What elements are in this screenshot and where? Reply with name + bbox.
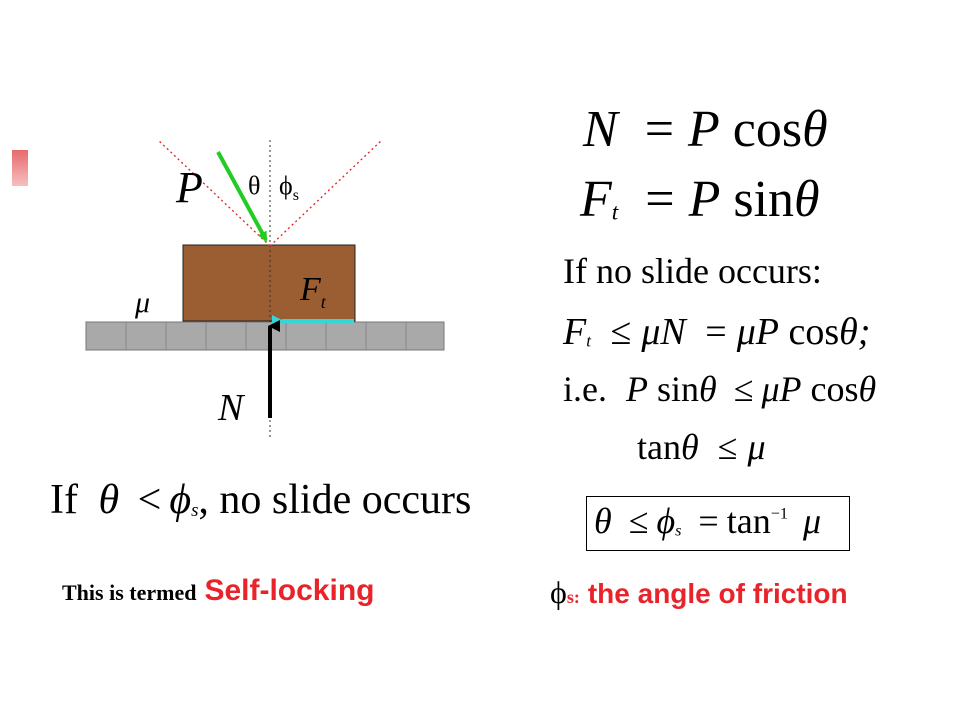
boxed-result [586,496,850,551]
boxed-equation: θ ≤ϕs =tan−1 μ [594,501,822,541]
inequality-friction: Ft ≤μN =μP cosθ; [563,311,871,353]
equation-normal: N =P cosθ [583,101,828,158]
angle-of-friction-caption: ϕs: the angle of friction [550,574,848,610]
equation-friction: Ft =P sinθ [580,171,820,228]
inequality-ie: i.e. P sinθ ≤μP cosθ [563,369,877,409]
friction-label: Ft [299,271,327,312]
mu-label: μ [134,286,150,319]
friction-cone-right [269,139,383,247]
self-locking-condition: If θ <ϕs, no slide occurs [50,477,472,523]
no-slide-heading: If no slide occurs: [563,251,822,291]
force-p-label: P [175,163,203,212]
self-locking-caption: This is termed Self-locking [62,574,375,607]
inequality-tan: tanθ ≤μ [637,427,766,467]
phi-s-label: ϕs [279,171,299,204]
friction-cone-left [157,139,271,247]
theta-label: θ [248,171,260,200]
normal-label: N [217,387,246,429]
floor-surface [85,321,445,351]
applied-force-arrow [216,151,268,242]
slide-accent-mark [12,150,28,186]
sliding-block [182,244,356,322]
floor-joints [125,322,407,350]
